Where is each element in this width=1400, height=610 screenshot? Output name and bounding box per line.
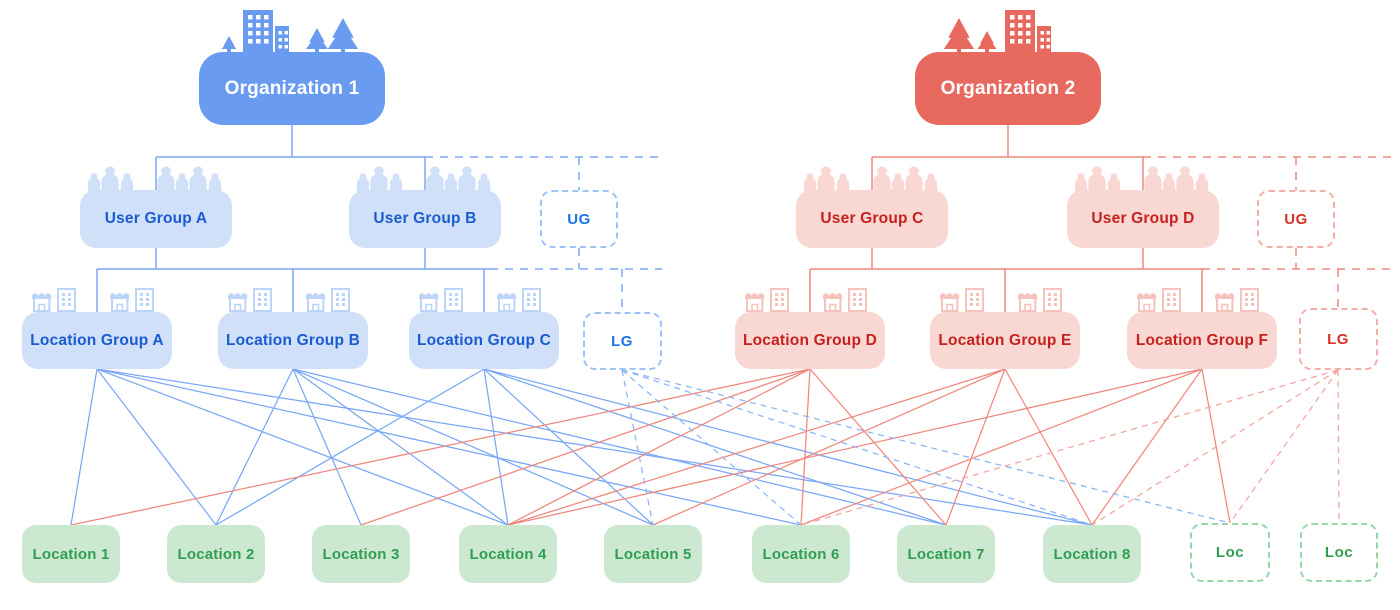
node-location-3: Location 3	[312, 525, 410, 583]
node-label: User Group C	[820, 210, 924, 227]
node-label: Location 7	[907, 545, 985, 563]
node-label: Location Group C	[416, 331, 552, 349]
node-location-8: Location 8	[1043, 525, 1141, 583]
node-loc-2: Loc	[1300, 523, 1378, 582]
node-organization-1: Organization 1	[199, 52, 385, 125]
node-ug: UG	[1257, 190, 1335, 248]
node-label: LG	[1327, 330, 1349, 348]
node-location-5: Location 5	[604, 525, 702, 583]
node-label: UG	[567, 210, 591, 228]
node-label: UG	[1284, 210, 1308, 228]
node-label: Location Group B	[225, 331, 361, 349]
node-ug: UG	[540, 190, 618, 248]
node-lg: LG	[582, 312, 662, 370]
node-label: User Group B	[373, 210, 477, 227]
node-loc-1: Loc	[1190, 523, 1270, 582]
node-label: Location 6	[762, 545, 840, 563]
node-label: Location 3	[322, 545, 400, 563]
node-lg: LG	[1298, 308, 1378, 370]
node-location-group-d: Location Group D	[735, 312, 885, 369]
node-location-group-a: Location Group A	[22, 312, 172, 369]
node-location-group-b: Location Group B	[218, 312, 368, 369]
node-label: Organization 1	[224, 77, 360, 99]
node-label: Location 8	[1053, 545, 1131, 563]
node-label: Loc	[1215, 544, 1245, 561]
node-label: Location 2	[177, 545, 255, 563]
node-label: User Group D	[1091, 210, 1195, 227]
node-label: LG	[611, 332, 633, 350]
node-user-group-a: User Group A	[80, 190, 232, 248]
node-label: Location Group A	[30, 331, 164, 349]
node-label: Location 4	[469, 545, 547, 563]
node-label: Loc	[1324, 544, 1354, 561]
node-location-4: Location 4	[459, 525, 557, 583]
node-label: Location Group F	[1135, 331, 1269, 349]
node-location-1: Location 1	[22, 525, 120, 583]
node-user-group-b: User Group B	[349, 190, 501, 248]
node-location-6: Location 6	[752, 525, 850, 583]
node-user-group-c: User Group C	[796, 190, 948, 248]
node-location-2: Location 2	[167, 525, 265, 583]
node-location-group-f: Location Group F	[1127, 312, 1277, 369]
node-location-group-c: Location Group C	[409, 312, 559, 369]
node-label: User Group A	[104, 210, 208, 227]
node-label: Location Group D	[742, 331, 878, 349]
node-location-group-e: Location Group E	[930, 312, 1080, 369]
node-label: Location Group E	[938, 331, 1072, 349]
node-label: Organization 2	[940, 77, 1076, 99]
node-label: Location 5	[614, 545, 692, 563]
node-label: Location 1	[32, 545, 110, 563]
node-location-7: Location 7	[897, 525, 995, 583]
node-organization-2: Organization 2	[915, 52, 1101, 125]
node-user-group-d: User Group D	[1067, 190, 1219, 248]
